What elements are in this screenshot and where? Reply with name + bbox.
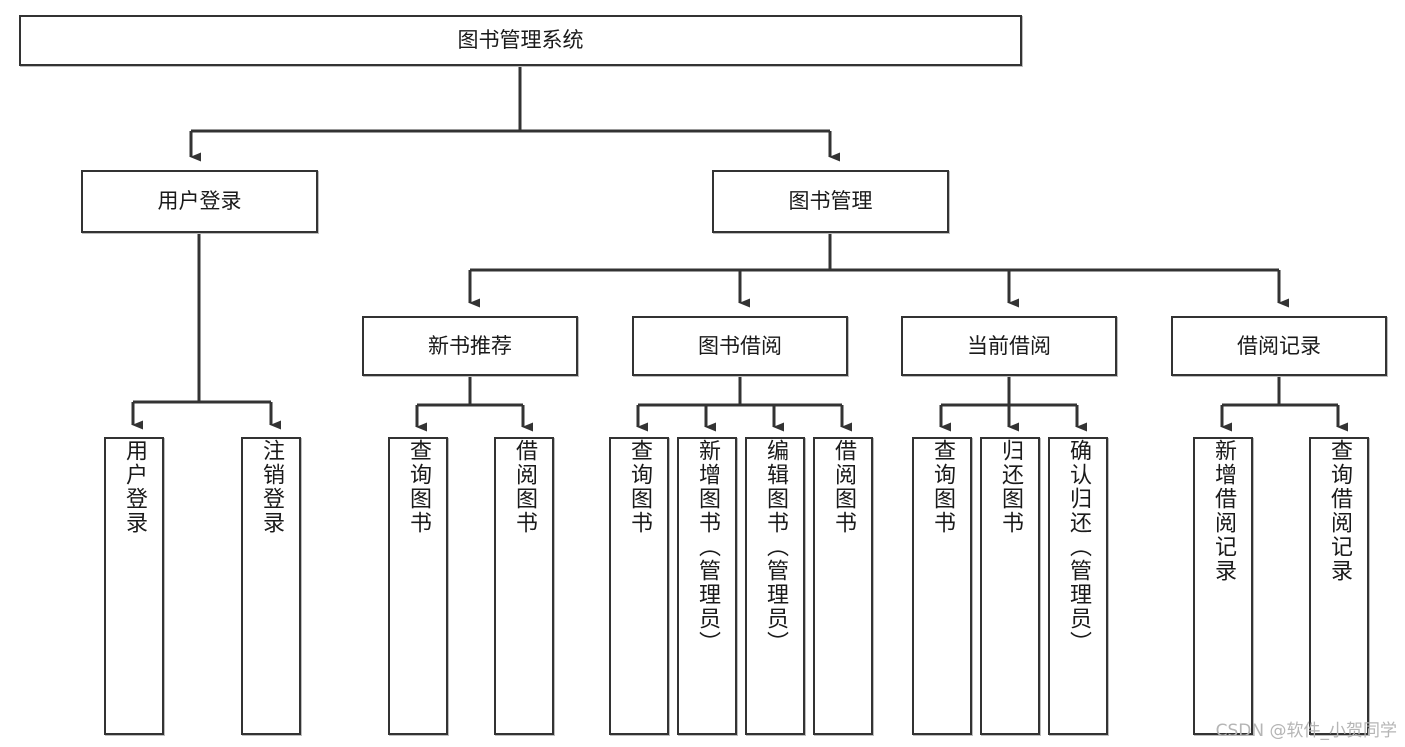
- watermark-text: CSDN @软件_小贺同学: [1215, 721, 1397, 741]
- node-leaf-borrow-book[interactable]: 借阅图书: [813, 437, 873, 735]
- node-borrow-record[interactable]: 借阅记录: [1171, 316, 1387, 376]
- node-user-login[interactable]: 用户登录: [81, 170, 318, 233]
- node-book-borrow[interactable]: 图书借阅: [632, 316, 848, 376]
- node-leaf-query-record-label: 查询借阅记录: [1327, 439, 1352, 583]
- node-leaf-return-book[interactable]: 归还图书: [980, 437, 1040, 735]
- node-leaf-confirm-return-label: 确认归还（管理员）: [1066, 439, 1091, 655]
- node-new-book-rec-label: 新书推荐: [428, 333, 512, 358]
- node-leaf-add-record[interactable]: 新增借阅记录: [1193, 437, 1253, 735]
- node-current-borrow-label: 当前借阅: [967, 333, 1051, 358]
- node-borrow-record-label: 借阅记录: [1237, 333, 1321, 358]
- node-user-login-label: 用户登录: [157, 189, 242, 214]
- node-leaf-query-book-rec[interactable]: 查询图书: [388, 437, 448, 735]
- node-leaf-query-record[interactable]: 查询借阅记录: [1309, 437, 1369, 735]
- node-root[interactable]: 图书管理系统: [19, 15, 1022, 66]
- node-leaf-query-book-rec-label: 查询图书: [406, 439, 431, 535]
- node-leaf-query-book-current-label: 查询图书: [930, 439, 955, 535]
- node-leaf-borrow-book-label: 借阅图书: [831, 439, 856, 535]
- node-book-borrow-label: 图书借阅: [698, 333, 782, 358]
- node-leaf-query-book-borrow-label: 查询图书: [627, 439, 652, 535]
- node-leaf-user-logout[interactable]: 注销登录: [241, 437, 301, 735]
- node-leaf-add-book[interactable]: 新增图书（管理员）: [677, 437, 737, 735]
- node-leaf-user-login-label: 用户登录: [122, 439, 147, 535]
- node-new-book-rec[interactable]: 新书推荐: [362, 316, 578, 376]
- node-leaf-query-book-current[interactable]: 查询图书: [912, 437, 972, 735]
- node-leaf-add-record-label: 新增借阅记录: [1211, 439, 1236, 583]
- node-leaf-return-book-label: 归还图书: [998, 439, 1023, 535]
- node-leaf-add-book-label: 新增图书（管理员）: [695, 439, 720, 655]
- node-leaf-query-book-borrow[interactable]: 查询图书: [609, 437, 669, 735]
- node-leaf-user-login[interactable]: 用户登录: [104, 437, 164, 735]
- node-leaf-user-logout-label: 注销登录: [259, 439, 284, 535]
- node-leaf-borrow-book-rec[interactable]: 借阅图书: [494, 437, 554, 735]
- node-leaf-edit-book-label: 编辑图书（管理员）: [763, 439, 788, 655]
- node-book-manage-label: 图书管理: [788, 189, 873, 214]
- node-current-borrow[interactable]: 当前借阅: [901, 316, 1117, 376]
- node-leaf-edit-book[interactable]: 编辑图书（管理员）: [745, 437, 805, 735]
- node-book-manage[interactable]: 图书管理: [712, 170, 949, 233]
- node-leaf-confirm-return[interactable]: 确认归还（管理员）: [1048, 437, 1108, 735]
- node-root-label: 图书管理系统: [457, 28, 584, 53]
- node-leaf-borrow-book-rec-label: 借阅图书: [512, 439, 537, 535]
